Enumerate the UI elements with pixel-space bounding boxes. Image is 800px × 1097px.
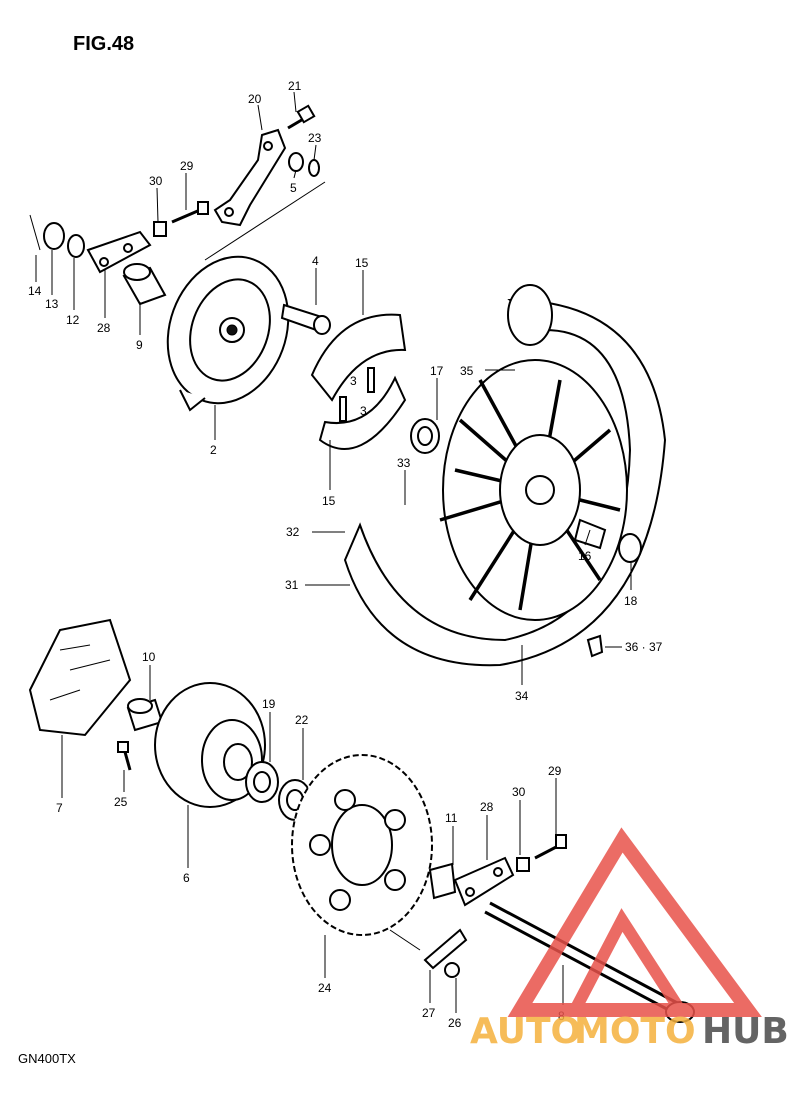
part-bearing-19 — [245, 761, 279, 803]
part-nut-26 — [444, 962, 460, 978]
label-19: 19 — [262, 697, 276, 711]
label-21: 21 — [288, 79, 302, 93]
watermark-text-auto: AUTO — [470, 1011, 581, 1052]
part-brake-shoe-upper — [310, 313, 407, 402]
label-20: 20 — [248, 92, 262, 106]
part-wheel-assembly — [343, 284, 667, 667]
part-bolt-25 — [117, 741, 132, 771]
label-31: 31 — [285, 578, 299, 592]
part-brake-shoe-lower — [318, 375, 407, 450]
label-28-bottom: 28 — [480, 800, 494, 814]
label-36-37: 36 · 37 — [625, 640, 663, 654]
part-nut-30-bottom — [516, 857, 530, 872]
figure-title: FIG.48 — [73, 33, 134, 55]
label-22: 22 — [295, 713, 309, 727]
part-bolt-21 — [287, 104, 316, 130]
label-29-bottom: 29 — [548, 764, 562, 778]
label-15-bottom: 15 — [322, 494, 336, 508]
label-15-top: 15 — [355, 256, 369, 270]
part-washer-23 — [308, 159, 320, 177]
label-11: 11 — [445, 811, 458, 825]
leader-lines — [35, 91, 632, 1013]
label-27: 27 — [422, 1006, 436, 1020]
label-28-top: 28 — [97, 321, 111, 335]
label-16: 16 — [578, 549, 592, 563]
label-24: 24 — [318, 981, 332, 995]
part-valve-36-37 — [586, 634, 604, 658]
part-washer-5 — [288, 152, 304, 172]
label-14: 14 — [28, 284, 42, 298]
part-lock-plate — [423, 928, 468, 970]
label-7: 7 — [56, 801, 63, 815]
label-35: 35 — [460, 364, 474, 378]
part-camshaft — [280, 303, 331, 335]
label-30-top: 30 — [149, 174, 163, 188]
part-chain-adjuster-bottom — [453, 856, 515, 907]
part-bearing-17 — [410, 418, 440, 454]
part-spacer-10 — [126, 698, 164, 732]
label-17: 17 — [430, 364, 444, 378]
part-bolt-29-top — [171, 201, 209, 224]
label-32: 32 — [286, 525, 300, 539]
part-spring-upper — [367, 367, 375, 393]
label-10: 10 — [142, 650, 156, 664]
part-bolt-29-bottom — [534, 834, 567, 860]
part-nut-30-top — [153, 221, 167, 237]
part-torque-arm — [213, 128, 287, 227]
part-chain-adjuster-top — [86, 230, 152, 274]
part-rear-sprocket — [291, 754, 433, 936]
part-cush-damper — [28, 618, 132, 737]
label-6: 6 — [183, 871, 190, 885]
label-25: 25 — [114, 795, 128, 809]
watermark-text-moto: MOTO — [574, 1011, 696, 1052]
part-bearing-18 — [618, 533, 642, 563]
label-23: 23 — [308, 131, 322, 145]
label-29-top: 29 — [180, 159, 194, 173]
label-3-lower: 3 — [360, 404, 367, 418]
part-spacer-11 — [428, 862, 457, 900]
label-4: 4 — [312, 254, 319, 268]
label-5: 5 — [290, 181, 297, 195]
part-labels: 20 21 23 5 29 30 14 13 12 28 9 4 15 2 3 … — [28, 79, 663, 1030]
part-spacer-9 — [122, 263, 167, 306]
label-30-bottom: 30 — [512, 785, 526, 799]
part-washer-12 — [67, 234, 85, 258]
label-9: 9 — [136, 338, 143, 352]
label-34: 34 — [515, 689, 529, 703]
part-cotter-pin — [29, 214, 41, 251]
watermark-logo: AUTO MOTO HUB — [470, 827, 789, 1052]
watermark-text-hub: HUB — [702, 1011, 789, 1052]
part-spacer-16 — [573, 518, 607, 550]
label-13: 13 — [45, 297, 59, 311]
label-33: 33 — [397, 456, 411, 470]
label-26: 26 — [448, 1016, 462, 1030]
label-18: 18 — [624, 594, 638, 608]
label-3-upper: 3 — [350, 374, 357, 388]
label-2: 2 — [210, 443, 217, 457]
part-brake-panel — [166, 255, 290, 412]
part-spring-lower — [339, 396, 347, 422]
part-nut-13 — [43, 222, 65, 250]
label-12: 12 — [66, 313, 80, 327]
model-code: GN400TX — [18, 1051, 76, 1066]
